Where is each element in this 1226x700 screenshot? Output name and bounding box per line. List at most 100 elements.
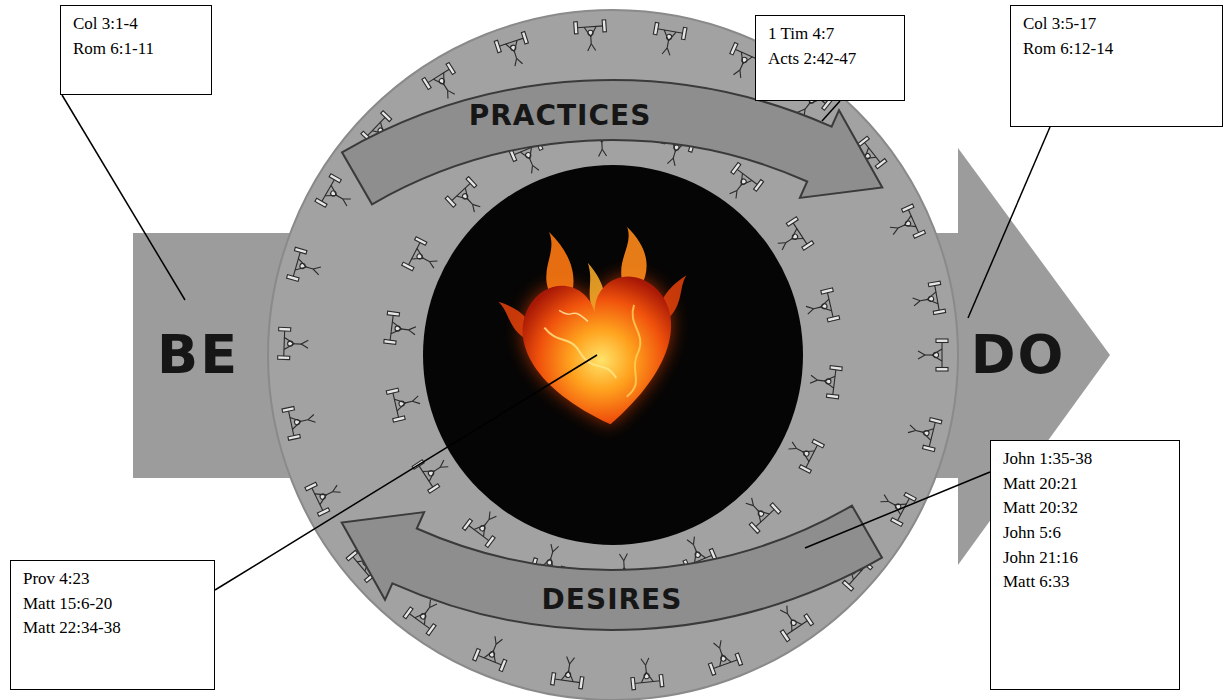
figure-part <box>786 217 798 226</box>
figure-part <box>708 663 715 675</box>
figure-part <box>282 406 294 412</box>
figure-part <box>800 452 812 462</box>
figure-part <box>409 326 416 331</box>
figure-part <box>423 466 435 476</box>
weightlifter-figure <box>905 413 942 451</box>
figure-part <box>384 339 396 344</box>
figure-part <box>305 267 313 269</box>
figure-part <box>587 44 591 51</box>
figure-part <box>913 301 921 306</box>
weightlifter-figure <box>918 339 948 371</box>
scripture-reference: John 21:16 <box>1003 546 1167 571</box>
figure-part <box>790 442 798 449</box>
scripture-reference: Rom 6:1-11 <box>73 37 199 62</box>
figure-part <box>792 233 804 243</box>
figure-part <box>290 415 301 423</box>
figure-part <box>278 356 290 360</box>
figure-part <box>602 149 606 156</box>
figure-part <box>574 22 578 34</box>
figure-part <box>422 78 431 90</box>
outer-ring <box>268 10 958 700</box>
figure-part <box>716 655 725 666</box>
figure-part <box>722 653 731 664</box>
weightlifter-figures <box>278 20 948 690</box>
figure-part <box>667 157 673 165</box>
figure-part <box>880 498 888 505</box>
figure-part <box>474 521 485 533</box>
figure-part <box>814 307 822 309</box>
figure-part <box>918 355 925 359</box>
figure-part <box>569 664 570 672</box>
figure-part <box>623 554 627 561</box>
figure-part <box>929 418 941 424</box>
figure-part <box>381 111 392 122</box>
inner-circle <box>423 165 803 545</box>
figure-part <box>657 29 683 34</box>
stage-label: BE <box>157 328 239 382</box>
figure-part <box>428 69 450 83</box>
figure-part <box>579 677 584 689</box>
figure-part <box>827 292 833 317</box>
figure-part <box>673 150 675 158</box>
figure-part <box>631 677 636 689</box>
figure-part <box>875 159 887 169</box>
figure-part <box>793 223 807 245</box>
weightlifter-figure <box>384 311 418 346</box>
figure-part <box>926 292 937 300</box>
figure-part <box>426 624 436 636</box>
figure-part <box>737 70 744 78</box>
figure-part <box>446 62 455 74</box>
figure-part <box>511 40 520 51</box>
figure-part <box>291 421 302 429</box>
scripture-reference: 1 Tim 4:7 <box>768 22 892 47</box>
figure-part <box>408 330 415 335</box>
weightlifter-figure <box>551 655 587 689</box>
figure-part <box>466 177 477 188</box>
figure-part <box>419 466 433 488</box>
figure-part <box>403 607 413 619</box>
figure-part <box>341 199 349 206</box>
figure-part <box>731 162 741 174</box>
figure-part <box>797 449 804 453</box>
figure-part <box>315 489 327 499</box>
figure-part <box>619 554 623 561</box>
figure-part <box>405 401 413 403</box>
cycle-arrows <box>342 80 883 630</box>
figure-part <box>297 259 308 268</box>
figure-part <box>714 642 720 650</box>
figure-part <box>526 147 535 159</box>
figure-part <box>284 343 294 349</box>
weightlifter-figure <box>803 288 839 326</box>
figure-part <box>329 174 341 183</box>
scripture-reference: Matt 6:33 <box>1003 570 1167 595</box>
figure-part <box>279 327 291 331</box>
figure-part <box>346 550 357 560</box>
figure-part <box>493 644 496 651</box>
reference-box: Col 3:5-17Rom 6:12-14 <box>1010 5 1223 127</box>
figure-part <box>918 351 925 355</box>
figure-part <box>485 536 495 548</box>
figure-part <box>428 261 436 268</box>
figure-part <box>842 580 853 591</box>
figure-part <box>305 482 317 490</box>
figure-part <box>824 375 835 382</box>
figure-part <box>494 40 501 52</box>
figure-part <box>740 63 743 70</box>
fire-heart <box>490 214 706 438</box>
weightlifter-figure <box>737 490 781 534</box>
weightlifter-figure <box>315 174 357 217</box>
figure-part <box>882 495 890 502</box>
figure-part <box>315 198 327 207</box>
figure-part <box>780 630 790 642</box>
figure-part <box>749 522 760 533</box>
weightlifter-figure <box>629 657 664 690</box>
figure-part <box>396 403 407 411</box>
reference-box: John 1:35-38Matt 20:21Matt 20:32John 5:6… <box>990 440 1180 690</box>
figure-part <box>696 549 705 561</box>
figure-part <box>646 672 653 683</box>
scripture-reference: Matt 15:6-20 <box>23 592 202 617</box>
figure-part <box>780 608 787 616</box>
figure-part <box>499 659 507 671</box>
figure-part <box>898 225 905 228</box>
